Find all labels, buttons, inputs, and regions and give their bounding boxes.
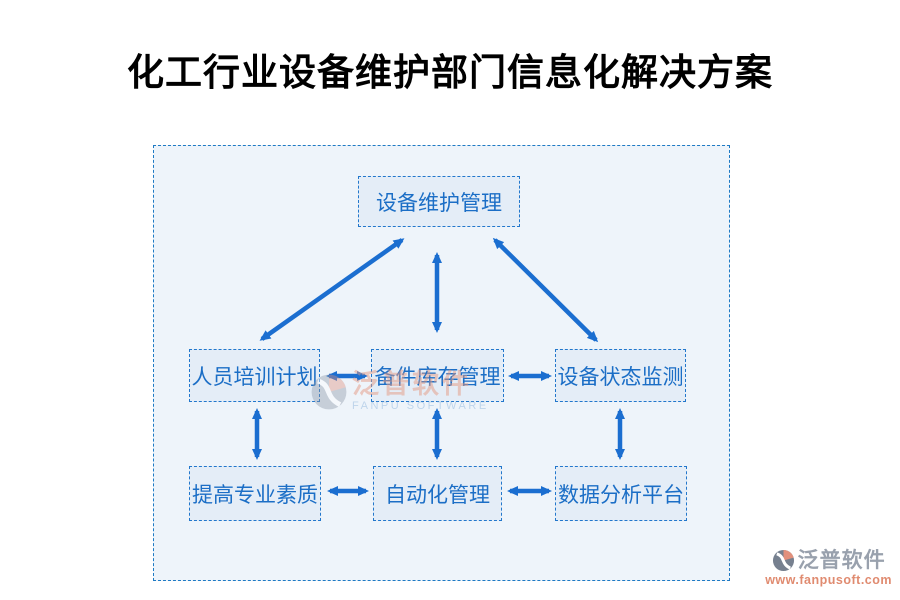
node-data-analysis-platform: 数据分析平台	[555, 466, 687, 521]
watermark-website: www.fanpusoft.com	[765, 573, 892, 587]
node-spare-parts-inventory-management: 备件库存管理	[371, 349, 504, 402]
node-personnel-training-plan: 人员培训计划	[189, 349, 320, 402]
node-label: 设备维护管理	[376, 191, 502, 215]
node-label: 人员培训计划	[191, 365, 318, 389]
node-improve-professional-quality: 提高专业素质	[189, 466, 321, 521]
fanpu-logo-icon	[772, 549, 794, 572]
watermark-logo-text: 泛普软件	[797, 549, 886, 572]
node-label: 备件库存管理	[374, 365, 501, 389]
node-equipment-maintenance-management: 设备维护管理	[358, 176, 520, 227]
node-equipment-status-monitoring: 设备状态监测	[555, 349, 686, 402]
node-label: 自动化管理	[385, 483, 490, 507]
node-label: 提高专业素质	[192, 483, 318, 507]
page-title: 化工行业设备维护部门信息化解决方案	[127, 52, 773, 93]
watermark-corner: 泛普软件 www.fanpusoft.com	[765, 549, 892, 587]
node-label: 设备状态监测	[557, 365, 684, 389]
node-label: 数据分析平台	[558, 483, 684, 507]
node-automation-management: 自动化管理	[373, 466, 502, 521]
